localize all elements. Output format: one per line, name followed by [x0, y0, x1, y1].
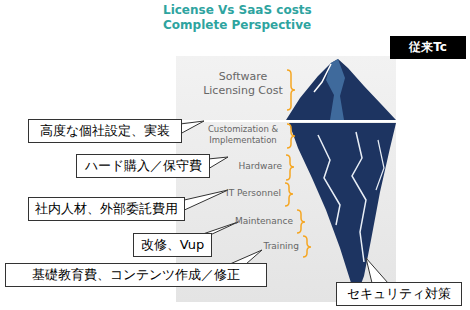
- iceberg-highlight: [318, 135, 340, 225]
- callout-box: 高度な個社設定、実装: [28, 119, 182, 143]
- iceberg-label: Software Licensing Cost: [203, 70, 283, 99]
- iceberg-label: Customization & Implementation: [202, 124, 284, 146]
- callout-pointer: [180, 121, 388, 283]
- node-text: 高度な個社設定、実装: [40, 122, 170, 140]
- iceberg-label: IT Personnel: [201, 188, 281, 200]
- node-text: 従来Tc: [409, 39, 447, 56]
- iceberg-label: Training: [239, 241, 299, 253]
- iceberg-tip: [286, 59, 396, 120]
- iceberg-highlight: [376, 140, 384, 190]
- bracket: [285, 70, 311, 257]
- iceberg-highlight: [314, 64, 331, 92]
- node-text: 社内人材、外部委託費用: [35, 200, 178, 218]
- tag-box: 従来Tc: [390, 36, 466, 59]
- node-text: 改修、Vup: [141, 236, 205, 254]
- callout-box: 社内人材、外部委託費用: [28, 197, 185, 221]
- title: License Vs SaaS costs Complete Perspecti…: [163, 3, 313, 33]
- node-text: 基礎教育費、コンテンツ作成／修正: [32, 266, 240, 284]
- callout-box: セキュリティ対策: [336, 282, 462, 306]
- node-text: ハード購入／保守費: [85, 157, 202, 175]
- iceberg-label: Maintenance: [213, 216, 293, 228]
- callout-box: 基礎教育費、コンテンツ作成／修正: [5, 263, 267, 287]
- callout-box: ハード購入／保守費: [76, 154, 210, 178]
- callout-box: 改修、Vup: [133, 233, 212, 257]
- iceberg-highlight: [352, 132, 366, 262]
- iceberg-label: Hardware: [212, 161, 282, 173]
- node-text: セキュリティ対策: [347, 285, 451, 303]
- water-line: [176, 120, 396, 122]
- iceberg-base: [289, 123, 396, 292]
